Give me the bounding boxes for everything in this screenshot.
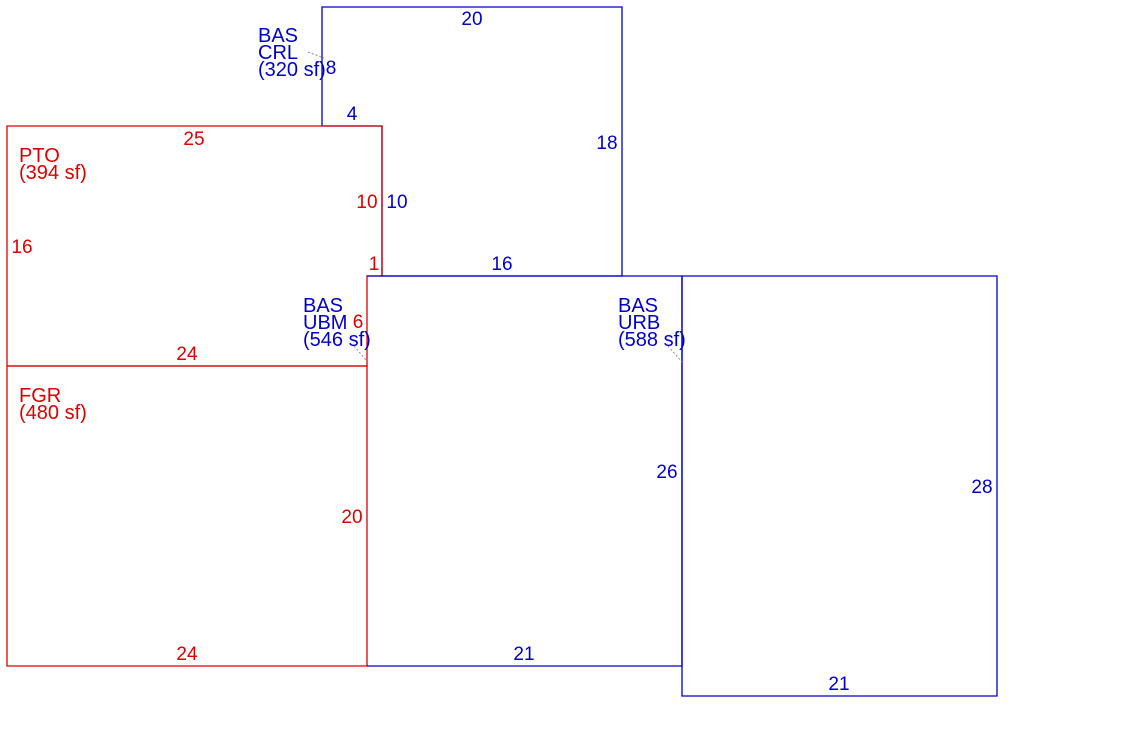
- area-pto-dim-right: 10: [356, 192, 377, 213]
- area-fgr-dim-top-shared: 6: [353, 312, 364, 333]
- area-ubm-label-line2: UBM: [303, 312, 347, 334]
- area-crl-dim-top: 20: [461, 9, 482, 30]
- area-fgr: FGR (480 sf) 6 20 24: [6, 312, 368, 667]
- area-urb-leader: [667, 345, 683, 363]
- area-fgr-label-line1: FGR: [19, 385, 61, 407]
- area-ubm-label-line1: BAS: [303, 295, 343, 317]
- area-crl-label: BAS CRL (320 sf): [258, 25, 326, 81]
- area-crl-dim-notch: 4: [347, 104, 358, 125]
- area-ubm-dim-bottom: 21: [513, 644, 534, 665]
- area-fgr-dim-right: 20: [341, 507, 362, 528]
- area-crl: BAS CRL (320 sf) 20 8 4 18 10 16: [258, 6, 623, 277]
- area-crl-dim-step-right: 10: [386, 192, 407, 213]
- area-crl-leader: [307, 51, 325, 59]
- area-pto-label: PTO (394 sf): [19, 145, 87, 184]
- area-fgr-label-line2: (480 sf): [19, 402, 87, 424]
- area-urb-label-line3: (588 sf): [618, 329, 686, 351]
- area-urb-label-line2: URB: [618, 312, 660, 334]
- area-urb-dim-bottom: 21: [828, 674, 849, 695]
- area-urb-outline: [681, 275, 998, 697]
- area-pto-dim-left: 16: [11, 237, 32, 258]
- area-ubm-leader: [353, 345, 367, 361]
- area-urb: BAS URB (588 sf) 28 21: [618, 275, 998, 697]
- area-urb-dim-right: 28: [971, 477, 992, 498]
- area-urb-label-line1: BAS: [618, 295, 658, 317]
- area-ubm: BAS UBM (546 sf) 26 21: [303, 275, 683, 667]
- area-pto-label-line2: (394 sf): [19, 162, 87, 184]
- area-fgr-label: FGR (480 sf): [19, 385, 87, 424]
- area-pto-dim-top: 25: [183, 129, 204, 150]
- area-pto-label-line1: PTO: [19, 145, 60, 167]
- area-crl-dim-bottom: 16: [491, 254, 512, 275]
- area-crl-outline: [321, 6, 623, 277]
- area-crl-dim-left: 8: [326, 58, 337, 79]
- area-crl-label-line2: CRL: [258, 42, 298, 64]
- area-fgr-dim-bottom: 24: [176, 644, 198, 665]
- area-pto-dim-bottom: 24: [176, 344, 198, 365]
- area-ubm-dim-right: 26: [656, 462, 677, 483]
- area-crl-label-line1: BAS: [258, 25, 298, 47]
- area-crl-dim-right: 18: [596, 133, 617, 154]
- area-ubm-label: BAS UBM (546 sf): [303, 295, 371, 351]
- area-pto-dim-jog: 1: [369, 254, 380, 275]
- area-urb-label: BAS URB (588 sf): [618, 295, 686, 351]
- area-ubm-label-line3: (546 sf): [303, 329, 371, 351]
- area-crl-label-line3: (320 sf): [258, 59, 326, 81]
